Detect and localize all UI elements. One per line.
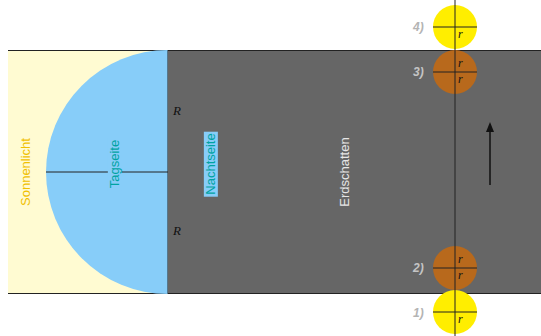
region-label: Sonnenlicht: [19, 138, 33, 206]
radius-line: [433, 312, 477, 313]
band-edge: [8, 50, 168, 51]
radius-label: r: [458, 253, 463, 266]
band-fill: [168, 50, 541, 294]
region-label: Erdschatten: [338, 137, 352, 206]
callout-number: 1): [413, 306, 424, 320]
motion-arrowhead: [486, 122, 494, 132]
radius-label: r: [458, 57, 463, 70]
moon-disc: [433, 5, 477, 49]
earth-shadow-band: Erdschattenrrrr: [168, 50, 541, 294]
radius-label: R: [173, 104, 181, 118]
radius-label: R: [173, 224, 181, 238]
moon-circle-shape: [433, 290, 477, 334]
moon-circle-shape: [433, 50, 477, 94]
moon-circle-shape: [433, 5, 477, 49]
moon-disc: [433, 50, 477, 94]
radius-label: r: [458, 73, 463, 86]
radius-label: r: [458, 313, 463, 326]
callout-number: 4): [413, 20, 424, 34]
moon-circle-shape: [433, 246, 477, 290]
moon-circle: rr: [433, 50, 477, 94]
radius-line: [433, 72, 477, 73]
radius-line: [433, 268, 477, 269]
radius-line: [433, 27, 477, 28]
band-edge: [168, 293, 541, 294]
moon-circle: r: [433, 290, 477, 334]
radius-label: r: [458, 269, 463, 282]
moon-disc: [433, 246, 477, 290]
moon-circle: rr: [433, 246, 477, 290]
side-label: Tagseite: [108, 138, 122, 190]
motion-arrow: [489, 130, 491, 185]
moon-path-line: [455, 50, 456, 294]
band-edge: [8, 293, 168, 294]
moon-disc: [433, 290, 477, 334]
callout-number: 3): [413, 65, 424, 79]
moon-path-line: [455, 0, 456, 336]
radius-label: r: [458, 28, 463, 41]
side-label: Nachtseite: [204, 131, 218, 196]
moon-circle: r: [433, 5, 477, 49]
band-edge: [168, 50, 541, 51]
callout-number: 2): [413, 261, 424, 275]
earth-shadow-band-shape: [168, 50, 541, 294]
